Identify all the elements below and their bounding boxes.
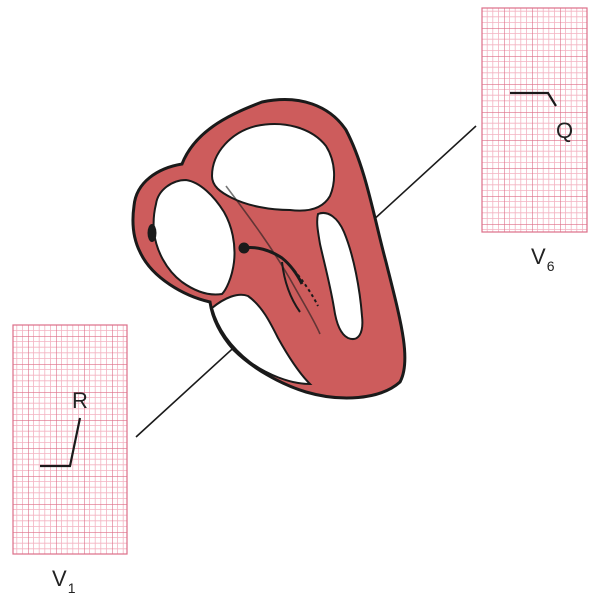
av-node-icon xyxy=(238,242,250,254)
lead-label-v1: V1 xyxy=(52,566,76,596)
ecg-grid-v6 xyxy=(481,7,588,233)
heart-cross-section-icon xyxy=(131,98,407,400)
septum-line xyxy=(225,185,321,335)
right-ventricle-chamber xyxy=(210,293,313,386)
ecg-strip-v6: Q V6 xyxy=(481,7,588,274)
wave-label-r: R xyxy=(72,388,88,413)
right-bundle-branch xyxy=(281,261,301,313)
lead-label-v6: V6 xyxy=(531,244,555,274)
conduction-system-icon xyxy=(238,242,319,313)
ecg-strip-v1: R V1 xyxy=(12,324,128,596)
left-atrium-chamber xyxy=(210,123,336,212)
ecg-grid-v1 xyxy=(12,324,128,555)
his-bundle xyxy=(243,246,304,285)
ecg-trace-v1 xyxy=(40,417,82,468)
left-ventricle-chamber xyxy=(316,212,364,340)
ecg-trace-v6 xyxy=(510,91,557,107)
wave-label-q: Q xyxy=(556,118,573,143)
valve-orifice-icon xyxy=(147,224,157,242)
